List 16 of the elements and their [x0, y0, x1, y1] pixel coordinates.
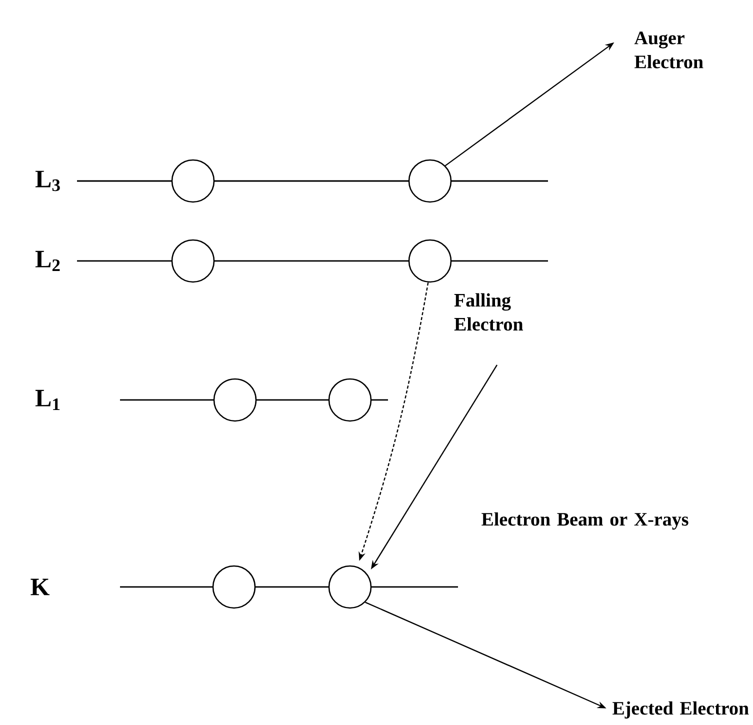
electron-circle — [408, 239, 452, 283]
level-label: L$_{2}$ — [35, 250, 60, 272]
electron-circle — [212, 565, 256, 609]
electron-label: Auger Electron — [634, 32, 704, 68]
electron-label: Ejected Electron — [612, 701, 749, 719]
electron-circle — [328, 378, 372, 422]
annotation-text: Falling Electron — [454, 293, 524, 331]
electron-circle — [171, 239, 215, 283]
electron-circle — [213, 378, 257, 422]
electron-circle — [328, 565, 372, 609]
level-label: L$_{1}$ — [35, 390, 60, 410]
level-label: K — [30, 578, 50, 596]
annotation-text: Electron Beam or X-rays — [482, 512, 688, 530]
electron-circle — [171, 159, 215, 203]
level-label: L$_{3}$ — [35, 170, 60, 192]
electron-circle — [408, 159, 452, 203]
